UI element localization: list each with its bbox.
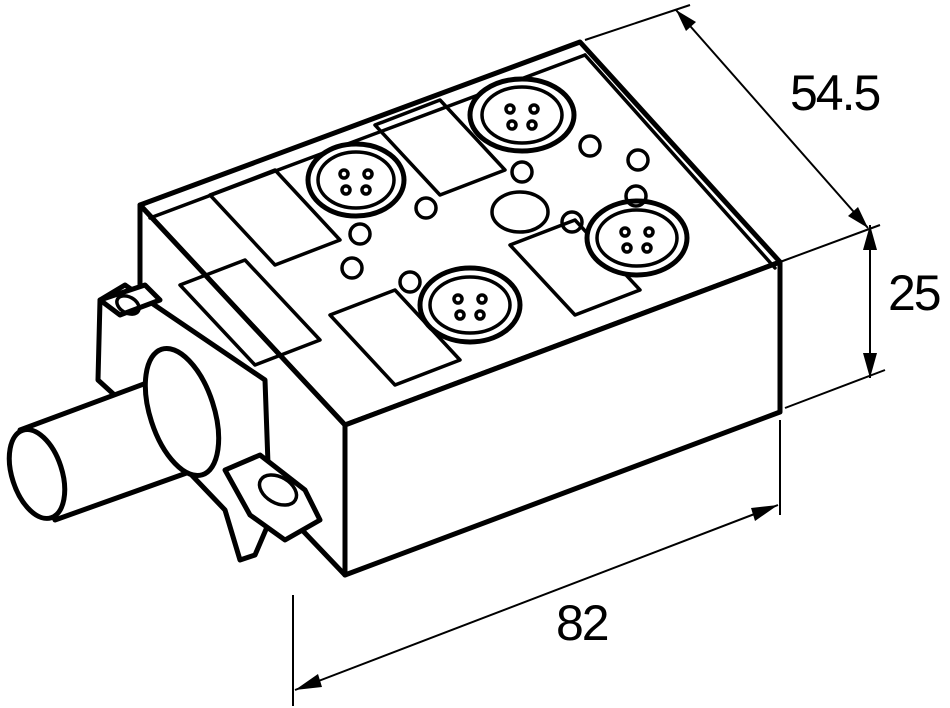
cable-end	[6, 427, 68, 521]
power-led	[490, 190, 550, 234]
connector-group	[305, 76, 690, 345]
led-indicator	[340, 256, 364, 280]
dimension-depth: 54.5	[584, 4, 882, 263]
cable-gland-nut	[142, 345, 222, 479]
depth-extension-line	[779, 224, 881, 263]
height-label: 25	[888, 265, 940, 321]
mounting-hole	[257, 473, 299, 507]
led-indicator	[348, 222, 372, 246]
label-window	[328, 288, 462, 387]
height-extension-line	[784, 369, 886, 409]
led-indicator	[624, 184, 648, 208]
led-indicator	[414, 196, 438, 220]
led-indicator	[560, 210, 584, 234]
m12-connector-socket	[584, 198, 690, 278]
label-window	[178, 258, 322, 367]
m12-connector-socket	[467, 76, 577, 154]
dimension-length: 82	[292, 420, 781, 706]
led-indicators	[340, 134, 650, 294]
height-arrow-top	[863, 225, 877, 250]
housing-right-edge	[583, 53, 777, 270]
label-window	[508, 218, 642, 317]
length-arrow-right	[751, 505, 778, 521]
led-indicator	[626, 148, 650, 172]
height-arrow-bottom	[863, 353, 877, 378]
depth-arrow-top	[676, 10, 696, 31]
led-indicator	[578, 134, 602, 158]
mounting-hole-rear	[115, 294, 141, 316]
led-indicator	[398, 270, 422, 294]
dimension-height: 25	[784, 225, 942, 409]
depth-dimension-line	[675, 9, 869, 229]
cable	[6, 345, 222, 523]
label-window	[208, 168, 342, 267]
length-label: 82	[556, 595, 608, 651]
m12-connector-socket	[417, 265, 523, 345]
m12-connector-socket	[305, 141, 407, 219]
label-window	[373, 98, 507, 197]
label-windows	[178, 98, 642, 387]
led-indicator	[510, 160, 534, 184]
length-arrow-left	[295, 674, 322, 690]
length-dimension-line	[294, 504, 779, 691]
depth-label: 54.5	[790, 65, 880, 121]
depth-extension-line	[584, 4, 691, 41]
depth-arrow-bottom	[848, 207, 868, 228]
